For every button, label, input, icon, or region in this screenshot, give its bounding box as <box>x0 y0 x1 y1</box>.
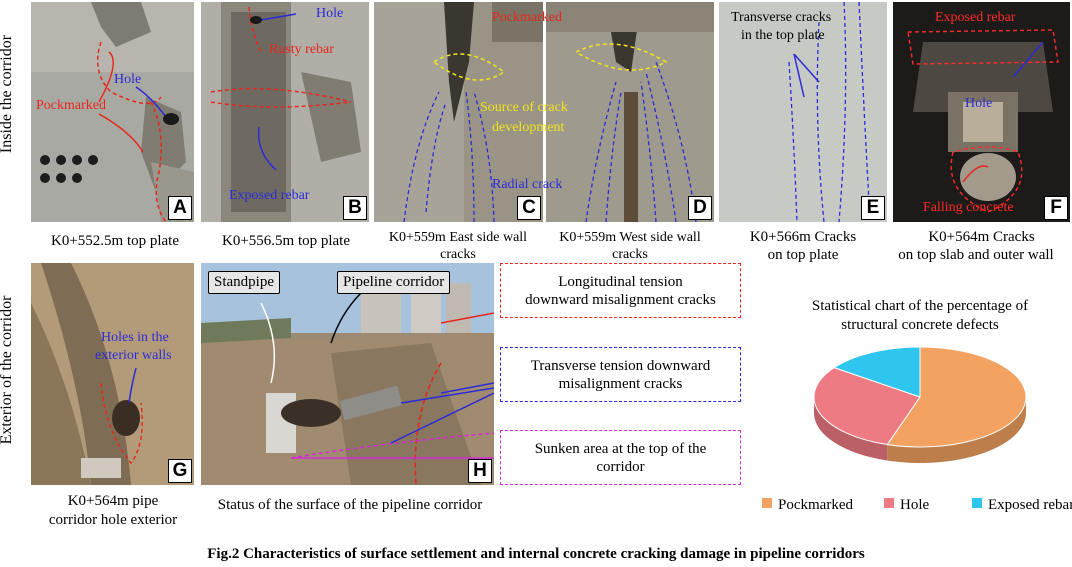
chart-legend: Pockmarked Hole Exposed rebar <box>752 497 1072 517</box>
callout-longitudinal-line1: Longitudinal tension <box>558 273 683 290</box>
caption-panel-e-line1: K0+566m Cracks <box>749 229 857 245</box>
pie-slice-pockmarked <box>886 346 1027 448</box>
panel-letter-d: D <box>688 196 712 220</box>
row-label-exterior: Exterior of the corridor <box>0 295 15 445</box>
tag-pipeline-corridor: Pipeline corridor <box>337 271 451 294</box>
caption-panel-h: Status of the surface of the pipeline co… <box>217 497 483 513</box>
annotation-hole: Hole <box>965 96 993 111</box>
annotation-hole: Hole <box>316 6 344 21</box>
caption-panel-a: K0+552.5m top plate <box>50 233 180 249</box>
callout-sunken-line2: corridor <box>596 458 645 475</box>
panel-letter-e: E <box>861 196 885 220</box>
annotation-pockmarked-cd: Pockmarked <box>492 10 562 25</box>
caption-panel-d-line1: K0+559m West side wall <box>559 230 701 245</box>
annotation-pockmarked: Pockmarked <box>36 98 106 113</box>
caption-panel-b: K0+556.5m top plate <box>221 233 351 249</box>
annotation-transverse-line1: Transverse cracks <box>731 10 832 25</box>
caption-panel-f-line1: K0+564m Cracks <box>928 229 1035 245</box>
callout-transverse-line2: misalignment cracks <box>558 375 683 392</box>
photo-panel-e: Transverse cracks in the top plate E <box>719 2 887 222</box>
panel-letter-b: B <box>343 196 367 220</box>
annotation-exposed-rebar: Exposed rebar <box>935 10 1016 25</box>
figure-caption: Fig.2 Characteristics of surface settlem… <box>207 546 865 562</box>
callout-transverse-cracks: Transverse tension downward misalignment… <box>500 347 741 402</box>
annotation-holes-line2: exterior walls <box>95 348 172 363</box>
annotation-transverse-line2: in the top plate <box>741 28 825 43</box>
caption-panel-c-line1: K0+559m East side wall <box>388 230 528 245</box>
annotation-falling-concrete: Falling concrete <box>923 200 1014 215</box>
caption-panel-g-line1: K0+564m pipe <box>67 493 159 509</box>
pie-slice-hole <box>813 367 921 446</box>
annotation-radial-crack: Radial crack <box>492 177 563 192</box>
callout-sunken-area: Sunken area at the top of the corridor <box>500 430 741 485</box>
annotation-exposed-rebar: Exposed rebar <box>229 188 310 203</box>
legend-swatch <box>884 498 894 508</box>
callout-sunken-line1: Sunken area at the top of the <box>534 440 707 457</box>
legend-label: Exposed rebar <box>988 497 1072 513</box>
photo-panel-b: Hole Rusty rebar Exposed rebar B <box>201 2 369 222</box>
caption-panel-e-line2: on top plate <box>767 247 839 263</box>
legend-label: Hole <box>900 497 930 513</box>
panel-letter-f: F <box>1044 196 1068 220</box>
pie-chart <box>813 346 1027 463</box>
callout-transverse-line1: Transverse tension downward <box>530 357 711 374</box>
caption-panel-d-line2: cracks <box>612 247 648 262</box>
annotation-hole: Hole <box>114 72 142 87</box>
callout-longitudinal-line2: downward misalignment cracks <box>525 291 716 308</box>
pie-slice-exposed-rebar <box>833 346 921 398</box>
panel-letter-g: G <box>168 459 192 483</box>
annotation-source-line1: Source of crack <box>480 100 568 115</box>
legend-item-pockmarked: Pockmarked <box>762 497 853 514</box>
chart-title-line1: Statistical chart of the percentage of <box>811 298 1029 314</box>
photo-panel-c: C <box>374 2 543 222</box>
chart-title-line2: structural concrete defects <box>841 317 999 333</box>
annotation-source-line2: development <box>492 120 565 135</box>
photo-panel-f: Exposed rebar Hole Falling concrete F <box>893 2 1070 222</box>
panel-letter-h: H <box>468 459 492 483</box>
pie-side-pockmarked-0 <box>887 397 1026 463</box>
row-label-inside: Inside the corridor <box>0 34 15 154</box>
panel-letter-c: C <box>517 196 541 220</box>
legend-item-exposed-rebar: Exposed rebar <box>972 497 1072 514</box>
caption-panel-f-line2: on top slab and outer wall <box>898 247 1054 263</box>
tag-standpipe: Standpipe <box>208 271 280 294</box>
photo-panel-h: Standpipe Pipeline corridor H <box>201 263 494 485</box>
panel-letter-a: A <box>168 196 192 220</box>
photo-panel-g: Holes in the exterior walls G <box>31 263 194 485</box>
pie-side-hole-0 <box>814 397 888 461</box>
annotation-holes-line1: Holes in the <box>101 330 169 345</box>
caption-panel-g-line2: corridor hole exterior <box>48 512 178 528</box>
legend-label: Pockmarked <box>778 497 853 513</box>
callout-longitudinal-cracks: Longitudinal tension downward misalignme… <box>500 263 741 318</box>
legend-item-hole: Hole <box>884 497 929 514</box>
photo-panel-d: D <box>546 2 714 222</box>
caption-panel-c-line2: cracks <box>440 247 476 262</box>
legend-swatch <box>972 498 982 508</box>
photo-panel-a: Pockmarked Hole A <box>31 2 194 222</box>
annotation-rusty-rebar: Rusty rebar <box>269 42 334 57</box>
legend-swatch <box>762 498 772 508</box>
